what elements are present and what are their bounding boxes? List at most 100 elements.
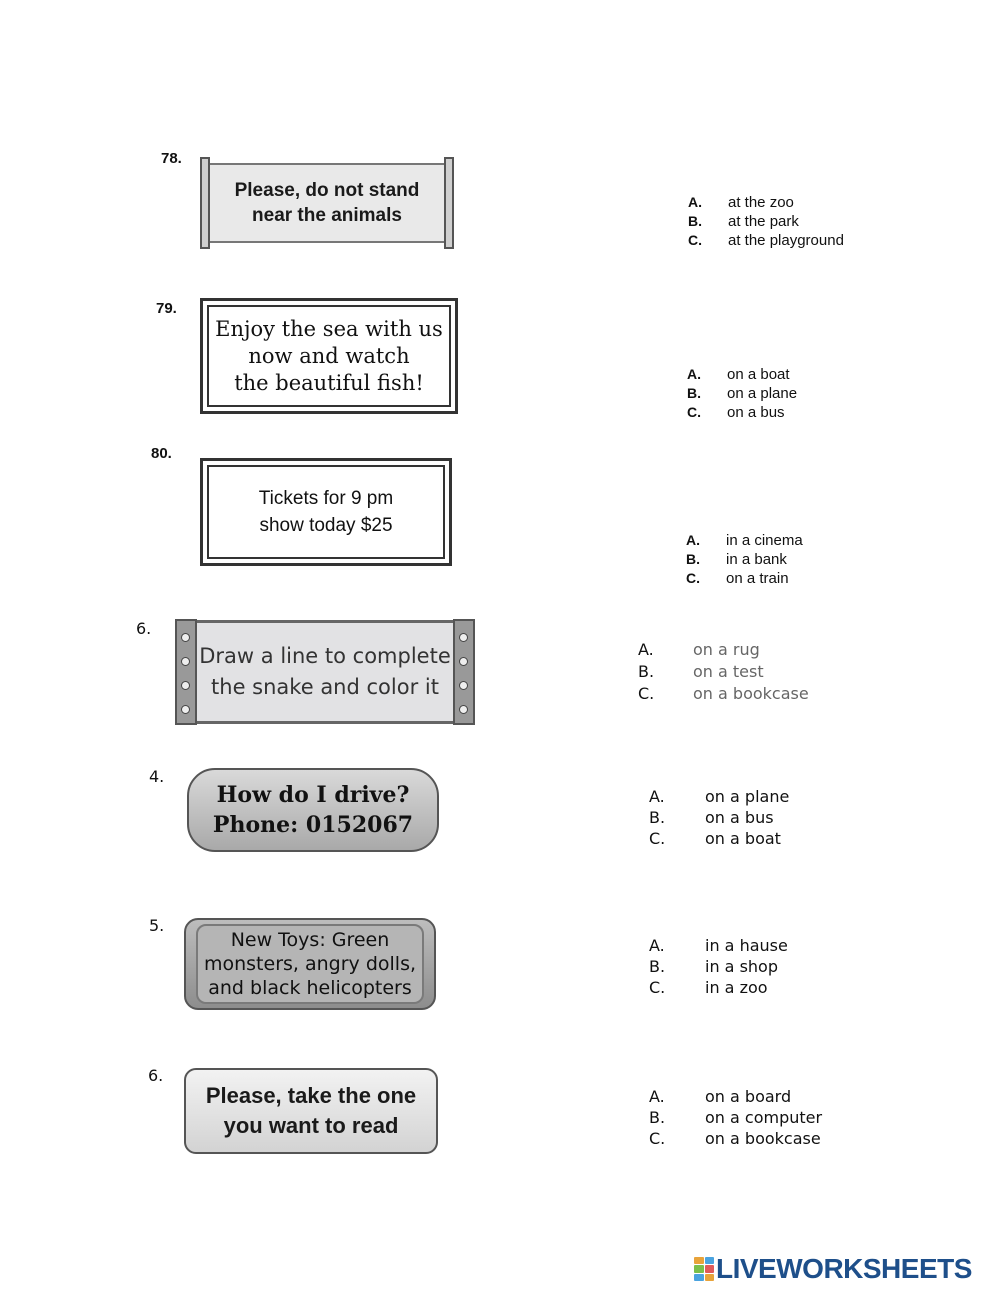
option-letter: B. <box>688 213 702 229</box>
options-79: A. on a boat B. on a plane C. on a bus <box>687 366 797 423</box>
option-letter: C. <box>649 829 666 848</box>
option-letter: A. <box>649 936 665 955</box>
options-4: A. on a plane B. on a bus C. on a boat <box>649 787 789 850</box>
options-78: A.at the zoo B. at the park C. at the play… <box>688 194 844 251</box>
question-number: 79. <box>156 300 177 317</box>
option-text: on a bus <box>705 808 774 827</box>
option-text: in a hause <box>705 936 788 955</box>
option-a[interactable]: A.at the zoo <box>688 194 844 213</box>
option-letter: A. <box>638 640 654 659</box>
sign-line: near the animals <box>252 205 402 226</box>
option-text: in a zoo <box>705 978 768 997</box>
sign-line: the beautiful fish! <box>234 370 424 395</box>
option-c[interactable]: C. on a bus <box>687 404 797 423</box>
option-text: on a computer <box>705 1108 823 1127</box>
option-text: on a bookcase <box>705 1129 821 1148</box>
option-b[interactable]: B. in a bank <box>686 551 803 570</box>
option-letter: A. <box>688 194 702 210</box>
option-letter: B. <box>638 662 655 681</box>
option-letter: B. <box>686 551 700 567</box>
option-letter: C. <box>688 232 702 248</box>
option-letter: C. <box>687 404 701 420</box>
option-a[interactable]: A. in a hause <box>649 936 788 957</box>
option-letter: A. <box>687 366 701 382</box>
options-6-first: A. on a rug B. on a test C. on a bookcase <box>638 640 809 706</box>
option-letter: A. <box>686 532 700 548</box>
option-letter: B. <box>649 1108 666 1127</box>
sign-line: New Toys: Green <box>230 929 390 951</box>
sign-line: the snake and color it <box>211 675 439 699</box>
options-80: A.in a cinema B. in a bank C. on a train <box>686 532 803 589</box>
sign-5: New Toys: Green monsters, angry dolls, a… <box>184 918 436 1010</box>
option-letter: A. <box>649 1087 665 1106</box>
option-c[interactable]: C. on a bookcase <box>638 684 809 706</box>
question-number: 80. <box>151 445 172 462</box>
option-b[interactable]: B. on a test <box>638 662 809 684</box>
option-text: on a boat <box>705 829 781 848</box>
options-5: A. in a hause B. in a shop C. in a zoo <box>649 936 788 999</box>
option-letter: B. <box>649 957 666 976</box>
option-letter: A. <box>649 787 665 806</box>
sign-6-riveted: Draw a line to complete the snake and co… <box>175 619 475 725</box>
option-c[interactable]: C. at the playground <box>688 232 844 251</box>
sign-line: Enjoy the sea with us <box>215 316 443 341</box>
rivet-bar <box>453 619 475 725</box>
option-text: on a plane <box>727 385 798 402</box>
sign-line: Tickets for 9 pm <box>258 488 394 509</box>
option-c[interactable]: C. on a train <box>686 570 803 589</box>
option-text: at the playground <box>728 232 844 249</box>
logo-text: LIVEWORKSHEETS <box>716 1253 972 1284</box>
option-b[interactable]: B. at the park <box>688 213 844 232</box>
option-letter: C. <box>649 978 666 997</box>
question-number: 5. <box>149 916 165 935</box>
liveworksheets-logo[interactable]: LIVEWORKSHEETS <box>694 1253 972 1285</box>
question-number: 6. <box>136 619 152 638</box>
sign-line: now and watch <box>248 343 410 368</box>
rivet-bar <box>175 619 197 725</box>
option-letter: C. <box>686 570 700 586</box>
options-6-second: A. on a board B. on a computer C. on a book… <box>649 1087 822 1150</box>
sign-79: Enjoy the sea with us now and watch the … <box>200 298 458 414</box>
option-text: on a rug <box>693 640 760 659</box>
option-a[interactable]: A.in a cinema <box>686 532 803 551</box>
option-b[interactable]: B. on a bus <box>649 808 789 829</box>
sign-line: How do I drive? <box>216 782 410 808</box>
option-text: at the park <box>728 213 799 230</box>
option-letter: C. <box>638 684 655 703</box>
option-a[interactable]: A. on a boat <box>687 366 797 385</box>
option-c[interactable]: C. in a zoo <box>649 978 788 999</box>
option-b[interactable]: B. in a shop <box>649 957 788 978</box>
sign-6-books: Please, take the one you want to read <box>184 1068 438 1154</box>
question-number: 78. <box>161 150 182 167</box>
option-text: on a boat <box>727 366 790 383</box>
sign-line: show today $25 <box>259 515 393 536</box>
sign-line: you want to read <box>223 1113 399 1138</box>
option-a[interactable]: A. on a board <box>649 1087 822 1108</box>
option-b[interactable]: B. on a computer <box>649 1108 822 1129</box>
sign-line: monsters, angry dolls, <box>203 953 417 975</box>
option-letter: B. <box>649 808 666 827</box>
question-number: 4. <box>149 767 165 786</box>
option-letter: B. <box>687 385 701 401</box>
option-text: on a bookcase <box>693 684 809 703</box>
sign-4: How do I drive? Phone: 0152067 <box>187 768 439 852</box>
option-text: on a train <box>726 570 789 587</box>
option-b[interactable]: B. on a plane <box>687 385 797 404</box>
sign-line: Please, do not stand <box>234 180 420 201</box>
option-c[interactable]: C. on a bookcase <box>649 1129 822 1150</box>
option-text: on a board <box>705 1087 792 1106</box>
option-text: in a bank <box>726 551 787 568</box>
option-text: on a bus <box>727 404 785 421</box>
sign-line: Draw a line to complete <box>199 644 451 668</box>
option-text: on a test <box>693 662 764 681</box>
liveworksheets-logo-icon <box>694 1257 714 1281</box>
option-a[interactable]: A. on a plane <box>649 787 789 808</box>
option-text: in a shop <box>705 957 778 976</box>
option-text: on a plane <box>705 787 790 806</box>
option-a[interactable]: A. on a rug <box>638 640 809 662</box>
option-letter: C. <box>649 1129 666 1148</box>
sign-line: and black helicopters <box>208 977 412 999</box>
option-c[interactable]: C. on a boat <box>649 829 789 850</box>
sign-78: Please, do not stand near the animals <box>200 157 454 249</box>
sign-80: Tickets for 9 pm show today $25 <box>200 458 452 566</box>
